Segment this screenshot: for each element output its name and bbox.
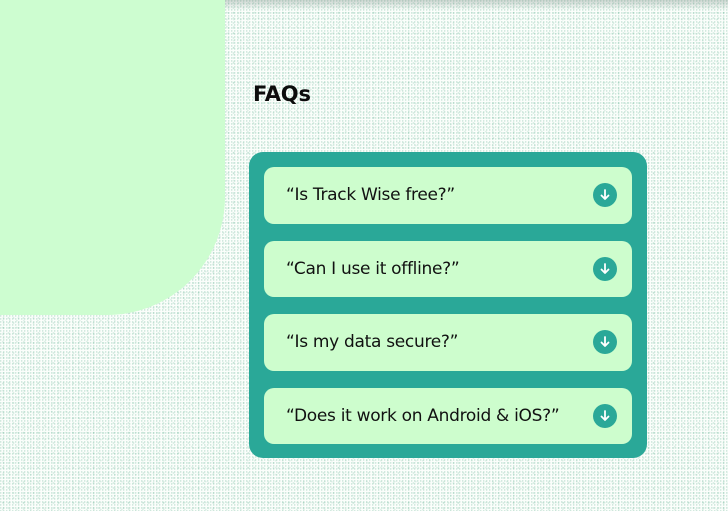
faq-question: “Can I use it offline?” (286, 258, 460, 279)
faq-question: “Is Track Wise free?” (286, 185, 455, 206)
faq-section-title: FAQs (253, 82, 311, 106)
arrow-down-circle-icon[interactable] (593, 330, 617, 355)
arrow-down-circle-icon[interactable] (593, 403, 617, 428)
faq-question: “Does it work on Android & iOS?” (286, 405, 560, 426)
arrow-down-circle-icon[interactable] (593, 256, 617, 281)
faq-item-track-wise-free[interactable]: “Is Track Wise free?” (264, 167, 632, 224)
decorative-green-shape (0, 0, 225, 315)
faq-item-use-offline[interactable]: “Can I use it offline?” (264, 240, 632, 297)
faq-item-android-ios[interactable]: “Does it work on Android & iOS?” (264, 387, 632, 444)
faq-panel: “Is Track Wise free?” “Can I use it offl… (249, 152, 647, 458)
arrow-down-circle-icon[interactable] (593, 183, 617, 208)
faq-question: “Is my data secure?” (286, 332, 459, 353)
faq-item-data-secure[interactable]: “Is my data secure?” (264, 314, 632, 371)
